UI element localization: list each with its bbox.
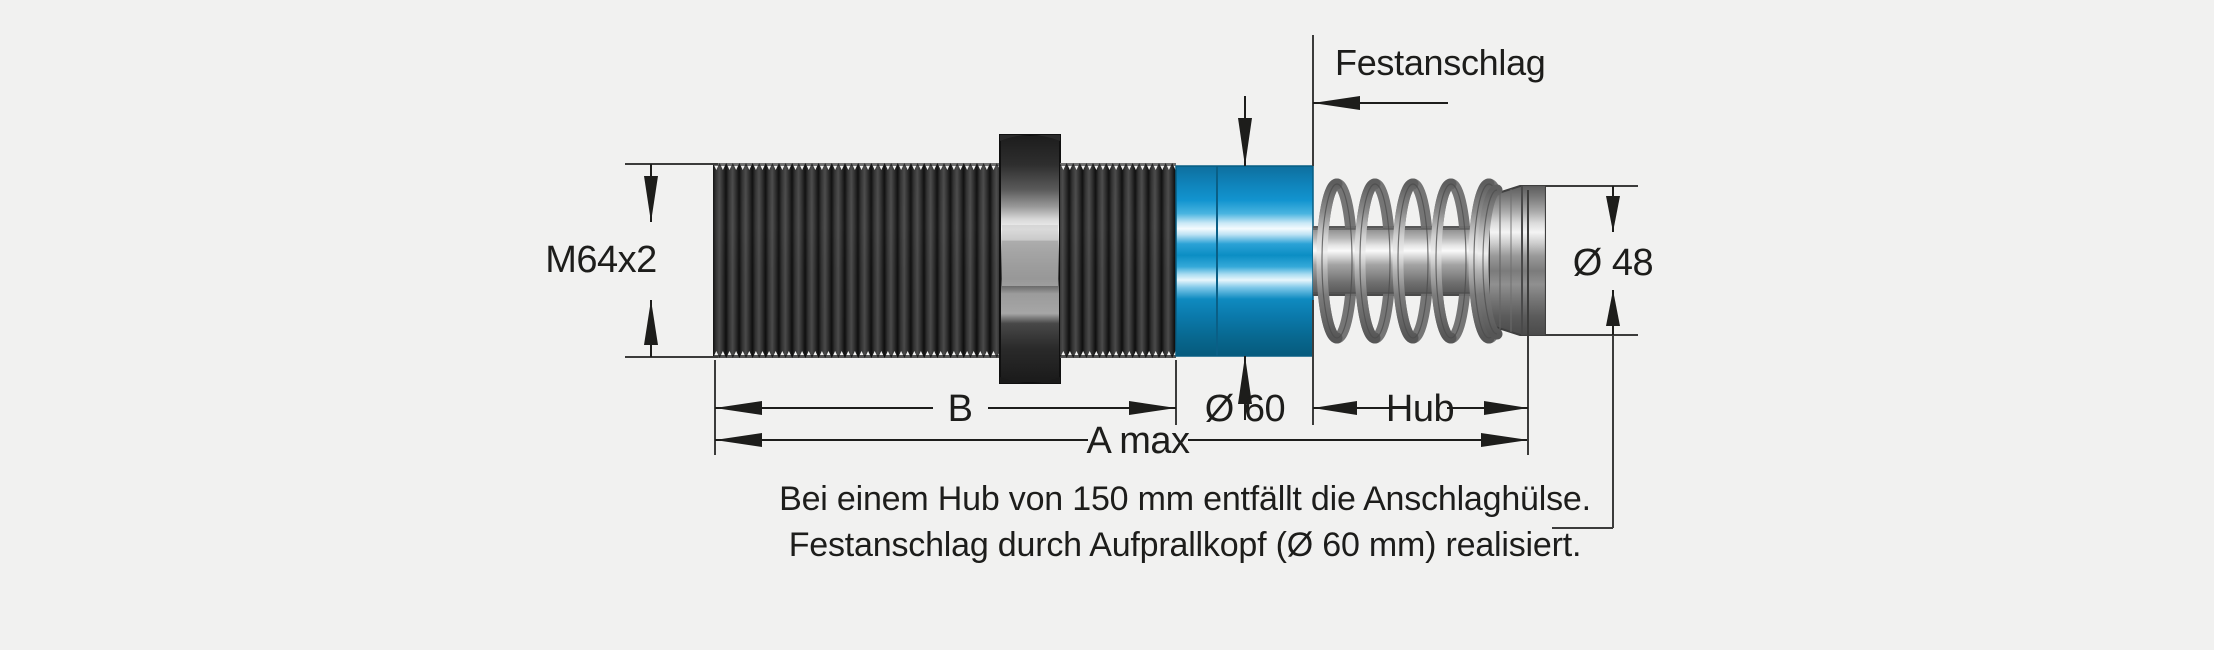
arrow-head-down-d48 (1606, 290, 1620, 326)
annotation-label-festanschlag: Festanschlag (1335, 42, 1546, 83)
caption-line-2: Festanschlag durch Aufprallkopf (Ø 60 mm… (789, 526, 1582, 564)
dimension-label-a-max: A max (1086, 420, 1190, 462)
arrow-head-up-d60-bottom (1238, 356, 1252, 404)
arrow-head-down (644, 300, 658, 345)
caption-line-1: Bei einem Hub von 150 mm entfällt die An… (779, 480, 1591, 518)
hex-nut (999, 134, 1061, 384)
arrow-head-left-b (715, 401, 762, 415)
arrow-head-right-b (1129, 401, 1176, 415)
stop-sleeve (1477, 184, 1546, 340)
arrow-head-leader-festanschlag (1313, 96, 1360, 110)
dimension-length-b: B (714, 360, 1177, 455)
threaded-body (713, 163, 1000, 358)
dimension-label-impact-head: Ø 60 (1205, 388, 1285, 430)
dimension-stroke-hub: Hub (1312, 190, 1529, 455)
arrow-head-up-d48 (1606, 196, 1620, 232)
return-spring (1313, 178, 1528, 344)
dimension-label-hub: Hub (1386, 388, 1454, 430)
caption-block: Bei einem Hub von 150 mm entfällt die An… (779, 480, 1591, 564)
arrow-head-right-hub (1484, 401, 1528, 415)
threaded-body-right (1060, 163, 1176, 358)
arrow-head-down-d60-top (1238, 118, 1252, 166)
arrow-head-left-hub (1313, 401, 1357, 415)
dimension-thread-m64x2: M64x2 (545, 163, 718, 358)
dimension-length-a-max: A max (715, 420, 1528, 462)
dimension-label-thread: M64x2 (545, 239, 657, 281)
arrow-head-left-amax (715, 433, 762, 447)
dimension-impact-head-diameter: Ø 60 (1205, 96, 1286, 430)
annotation-festanschlag: Festanschlag (1312, 35, 1546, 166)
impact-head (1175, 165, 1314, 357)
arrow-head-up (644, 176, 658, 222)
arrow-head-right-amax (1481, 433, 1528, 447)
dimension-stop-sleeve-diameter: Ø 48 (1545, 185, 1654, 529)
dimension-label-stop-sleeve: Ø 48 (1573, 242, 1653, 284)
dimension-label-b: B (948, 388, 973, 430)
